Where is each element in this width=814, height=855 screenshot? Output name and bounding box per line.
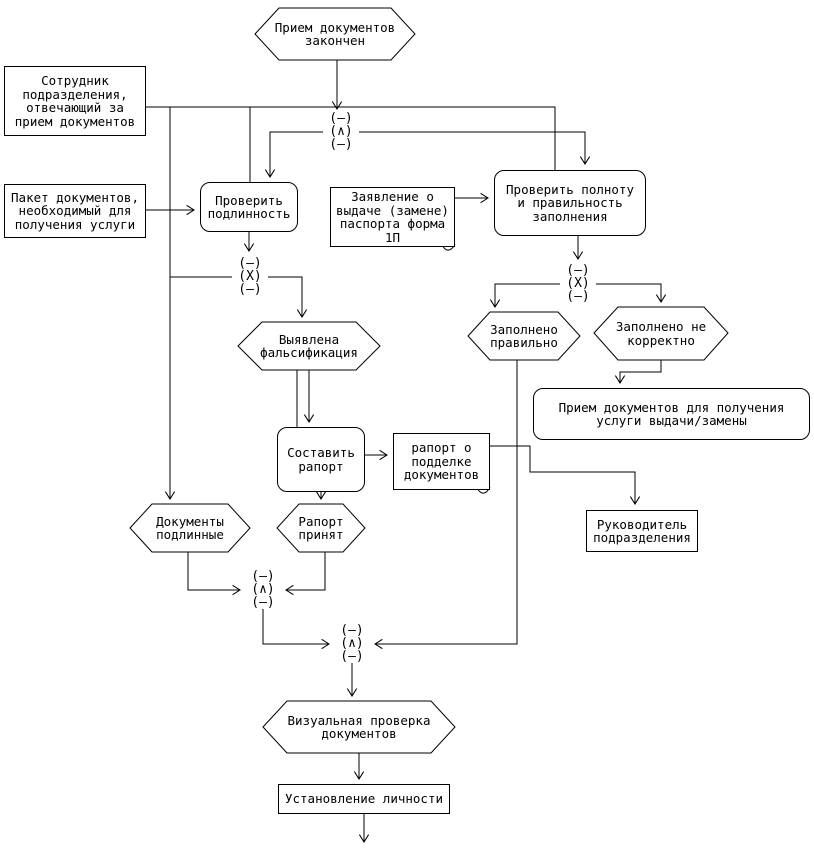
edge-and-split-to-check-authenticity xyxy=(264,131,323,178)
connector-and-split-row: (—) xyxy=(329,137,353,152)
doc-forgery-report: рапорт о подделке документов xyxy=(393,433,490,490)
box-identity-establishment: Установление личности xyxy=(278,784,450,814)
function-check-authenticity: Проверить подлинность xyxy=(200,182,298,232)
event-filled-correctly-label: Заполнено правильно xyxy=(490,321,558,350)
event-filled-incorrectly: Заполнено не корректно xyxy=(594,307,728,360)
doc-forgery-report-label: рапорт о подделке документов xyxy=(403,440,480,483)
event-hexagon-documents-authentic xyxy=(129,503,251,553)
function-compose-report: Составить рапорт xyxy=(277,427,365,492)
edge-employee-to-check-completeness xyxy=(146,106,556,170)
connector-and-join-2-row: (∧) xyxy=(340,636,364,651)
event-report-accepted-label: Рапорт принят xyxy=(298,513,344,542)
doc-application-form-1p-label: Заявление о выдаче (замене) паспорта фор… xyxy=(336,189,449,245)
event-falsification-detected: Выявлена фальсификация xyxy=(238,322,380,370)
org-unit-employee: Сотрудник подразделения, отвечающий за п… xyxy=(4,66,146,136)
connector-and-join-1-row: (∧) xyxy=(251,582,275,597)
connector-and-split-row: (∧) xyxy=(329,124,353,139)
connector-xor-authenticity-row: (—) xyxy=(238,282,262,297)
event-hexagon-reception-finished xyxy=(254,7,416,61)
connector-xor-filling: (—) (X) (—) xyxy=(560,264,596,303)
edge-xor-to-falsification xyxy=(268,276,308,318)
edge-and-join-1-to-and-join-2 xyxy=(262,609,330,650)
event-reception-finished-label: Прием документов закончен xyxy=(274,19,396,48)
edge-xor-to-filled-incorrectly xyxy=(596,283,667,303)
event-filled-correctly: Заполнено правильно xyxy=(468,312,580,360)
event-falsification-detected-label: Выявлена фальсификация xyxy=(260,331,358,360)
connector-xor-filling-row: (—) xyxy=(566,289,590,304)
event-visual-check: Визуальная проверка документов xyxy=(263,701,455,753)
event-visual-check-label: Визуальная проверка документов xyxy=(287,712,431,741)
connector-xor-filling-row: (—) xyxy=(566,263,590,278)
event-hexagon-falsification-detected xyxy=(237,321,381,371)
function-reception-for-service: Прием документов для получения услуги вы… xyxy=(533,388,810,440)
function-compose-report-label: Составить рапорт xyxy=(287,445,355,474)
doc-application-form-1p: Заявление о выдаче (замене) паспорта фор… xyxy=(330,187,455,247)
connector-and-join-1-row: (—) xyxy=(251,595,275,610)
edge-xor-to-filled-correctly xyxy=(489,283,560,308)
box-identity-establishment-label: Установление личности xyxy=(284,791,444,807)
function-reception-for-service-label: Прием документов для получения услуги вы… xyxy=(558,399,785,428)
event-hexagon-filled-incorrectly xyxy=(593,306,729,361)
event-hexagon-filled-correctly xyxy=(467,311,581,361)
org-unit-department-head: Руководитель подразделения xyxy=(586,510,698,552)
event-documents-authentic: Документы подлинные xyxy=(130,504,250,552)
edge-documents-authentic-to-and-join-1 xyxy=(187,552,241,596)
connector-xor-authenticity: (—) (X) (—) xyxy=(232,257,268,296)
connector-and-join-2-row: (—) xyxy=(340,649,364,664)
event-hexagon-report-accepted xyxy=(276,503,366,553)
event-documents-authentic-label: Документы подлинные xyxy=(156,513,224,542)
connector-xor-authenticity-row: (—) xyxy=(238,256,262,271)
connector-and-join-1-row: (—) xyxy=(251,569,275,584)
connector-and-split: (—) (∧) (—) xyxy=(323,112,359,151)
doc-package-label: Пакет документов, необходимый для получе… xyxy=(11,189,139,232)
event-hexagon-visual-check xyxy=(262,700,456,754)
edge-forgery-report-to-department-head xyxy=(490,445,641,505)
connector-and-join-2: (—) (∧) (—) xyxy=(334,624,370,663)
function-check-authenticity-label: Проверить подлинность xyxy=(207,192,291,221)
event-filled-incorrectly-label: Заполнено не корректно xyxy=(615,319,707,348)
function-check-completeness-label: Проверить полноту и правильность заполне… xyxy=(506,181,634,224)
connector-and-split-row: (—) xyxy=(329,111,353,126)
function-check-completeness: Проверить полноту и правильность заполне… xyxy=(494,170,646,236)
connector-xor-authenticity-row: (X) xyxy=(238,269,262,284)
edge-filled-correctly-to-and-join-2 xyxy=(374,360,518,650)
org-unit-employee-label: Сотрудник подразделения, отвечающий за п… xyxy=(14,73,136,129)
edge-and-split-to-check-completeness xyxy=(359,131,591,165)
edge-report-accepted-to-and-join-1 xyxy=(285,552,326,596)
connector-and-join-1: (—) (∧) (—) xyxy=(245,570,281,609)
edge-filled-incorrectly-to-reception-service xyxy=(614,360,662,384)
doc-package: Пакет документов, необходимый для получе… xyxy=(4,184,146,238)
connector-and-join-2-row: (—) xyxy=(340,623,364,638)
connector-xor-filling-row: (X) xyxy=(566,276,590,291)
event-report-accepted: Рапорт принят xyxy=(277,504,365,552)
org-unit-department-head-label: Руководитель подразделения xyxy=(593,516,691,545)
event-reception-finished: Прием документов закончен xyxy=(255,8,415,60)
